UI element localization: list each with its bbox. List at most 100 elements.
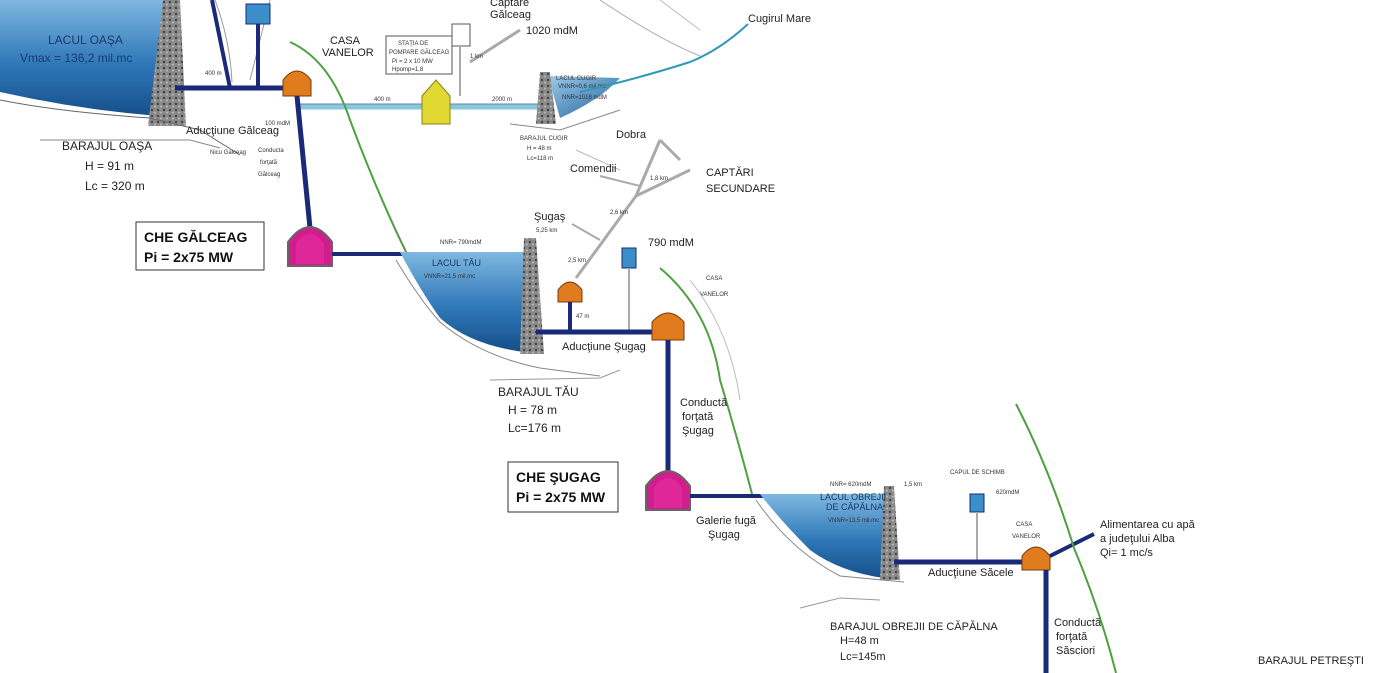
dist-label: 400 m xyxy=(374,97,391,103)
dam-obreja-lc: Lc=145m xyxy=(840,651,886,663)
lake-oasa-name: LACUL OAŞA xyxy=(48,33,123,47)
pumping-station-box xyxy=(385,35,453,75)
conducta-sugag-2: forţată xyxy=(682,411,714,423)
conducta-galceag-3: Gălceag xyxy=(258,172,280,178)
dam-cugir-lc: Lc=118 m xyxy=(527,156,553,162)
conducta-galceag-2: forţată xyxy=(260,160,278,166)
pipe-gray xyxy=(599,175,641,187)
pipe-gray xyxy=(571,223,601,241)
lake-obreja-shape xyxy=(760,494,884,578)
lake-tau-name: LACUL TĂU xyxy=(432,258,481,268)
casa-vanelor-2: CASA xyxy=(706,276,722,282)
alimentare-2: a judeţului Alba xyxy=(1100,533,1175,545)
terrain-line xyxy=(395,259,601,377)
che-galceag-power: Pi = 2x75 MW xyxy=(144,249,234,265)
dam-oasa-h: H = 91 m xyxy=(85,159,134,173)
alimentare-1: Alimentarea cu apă xyxy=(1100,519,1196,531)
elev-790: 790 mdM xyxy=(648,237,694,249)
che-galceag-box xyxy=(135,221,265,271)
dam-tau-lc: Lc=176 m xyxy=(508,421,561,435)
terrain-line xyxy=(509,109,621,131)
dam-obreja-body xyxy=(880,486,900,580)
dist-label: 2,6 km xyxy=(610,210,628,216)
dam-petresti-name: BARAJUL PETREŞTI xyxy=(1258,655,1364,667)
terrain-line xyxy=(214,0,233,83)
lake-cugir-name: LACUL CUGIR xyxy=(556,76,597,82)
galerie-fuga-1: Galerie fugă xyxy=(696,515,757,527)
casa-vanelor-2b: VANELOR xyxy=(700,292,729,298)
terrain-line xyxy=(755,499,905,583)
dist-label: 2,5 km xyxy=(568,258,586,264)
cugir-river xyxy=(579,23,749,93)
comendii-label: Comendii xyxy=(570,163,616,175)
dist-label: 400 m xyxy=(205,71,222,77)
conducta-galceag-1: Conducta xyxy=(258,148,284,154)
pipe xyxy=(210,0,232,89)
terrain-line xyxy=(799,597,881,609)
km-label: 100 mdM xyxy=(265,121,290,127)
dam-cugir-name: BARAJUL CUGIR xyxy=(520,136,568,142)
che-sugag-power: Pi = 2x75 MW xyxy=(516,489,606,505)
statia-pompare-4: Hpomp=1,8 xyxy=(392,67,424,73)
pipe-gray xyxy=(635,168,691,198)
lake-obreja-sub: VNNR=13,5 mil.mc xyxy=(828,518,879,524)
alimentare-3: Qi= 1 mc/s xyxy=(1100,547,1153,559)
conducta-obreja-3: Săsciori xyxy=(1056,645,1095,657)
lake-obreja-name2: DE CĂPĂLNA xyxy=(826,502,883,512)
conducta-obreja-1: Conductă xyxy=(1054,617,1102,629)
pipe-gray xyxy=(575,149,621,171)
dam-oasa-body xyxy=(148,0,186,126)
surge-tank-sugag xyxy=(621,247,637,269)
pipe xyxy=(1049,532,1095,558)
dam-obreja-name: BARAJUL OBREJII DE CĂPĂLNA xyxy=(830,620,998,633)
terrain-line xyxy=(659,0,701,31)
terrain-line xyxy=(689,279,741,401)
elev-1020: 1020 mdM xyxy=(526,25,578,37)
pipe-gray xyxy=(469,28,521,64)
capul-schimb-label: CAPUL DE SCHIMB xyxy=(950,470,1005,476)
captare-galceag-box xyxy=(451,23,471,47)
lake-obreja-name1: LACUL OBREJII xyxy=(820,492,886,502)
terrain-green-line xyxy=(289,41,411,261)
conducta-obreja-2: forţată xyxy=(1056,631,1088,643)
captari-secundare-1: CAPTĂRI xyxy=(706,166,754,179)
statia-pompare-2: POMPARE GĂLCEAG xyxy=(389,49,450,56)
surge-tank-top xyxy=(245,3,271,25)
captare-label-1: Captare xyxy=(490,0,529,9)
conducta-sugag-1: Conductă xyxy=(680,397,728,409)
lake-cugir-sub: VNNR=0,6 mil.mc xyxy=(558,84,606,90)
terrain-line xyxy=(0,99,241,156)
dist-label: 1,5 km xyxy=(904,482,922,488)
surge-tank-obreja xyxy=(969,493,985,513)
dam-obreja-h: H=48 m xyxy=(840,635,879,647)
nnr-tau: NNR= 790mdM xyxy=(440,240,482,246)
lake-oasa-shape xyxy=(0,0,165,116)
terrain-green-line xyxy=(659,267,753,495)
aductiune-galceag-label: Aducţiune Gălceag xyxy=(186,125,279,137)
aductiune-sugag-label: Aducţiune Şugag xyxy=(562,341,646,353)
powerhouse-galceag-inner xyxy=(296,234,324,264)
valve-house-galceag xyxy=(282,70,312,97)
che-sugag-name: CHE ŞUGAG xyxy=(516,469,601,485)
lake-tau-sub: VNNR=21,5 mil.mc xyxy=(424,274,475,280)
pumping-station-galceag xyxy=(421,79,451,125)
sugag-river-label: Şugaş xyxy=(534,211,566,223)
conducta-sugag-3: Şugag xyxy=(682,425,714,437)
lake-oasa-volume: Vmax = 136,2 mil.mc xyxy=(20,51,132,65)
dam-tau-name: BARAJUL TĂU xyxy=(498,384,579,399)
valve-house-sugag xyxy=(651,312,685,341)
elev-620: 620mdM xyxy=(996,490,1019,496)
cugir-mare-label: Cugirul Mare xyxy=(748,13,811,25)
che-sugag-box xyxy=(507,461,619,513)
nnr-cugir: NNR=1018 mdM xyxy=(562,95,607,101)
dam-tau-body xyxy=(520,238,544,354)
dam-tau-h: H = 78 m xyxy=(508,403,557,417)
galerie-tau-label: 5,25 km xyxy=(536,228,557,234)
statia-pompare-1: STAŢIA DE xyxy=(398,41,428,47)
terrain-line xyxy=(599,0,701,57)
pipe-gray xyxy=(574,195,638,279)
casa-vanelor-3b: VANELOR xyxy=(1012,534,1041,540)
galerie-fuga-2: Şugag xyxy=(708,529,740,541)
aductiune-sacel-label: Aducţiune Săcele xyxy=(928,567,1014,579)
